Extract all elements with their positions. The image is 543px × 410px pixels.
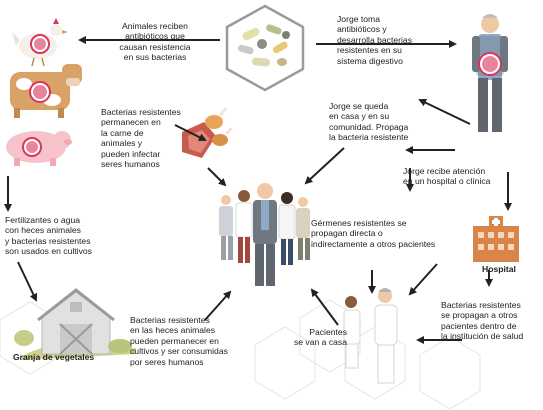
label-jorge-takes: Jorge toma antibióticos y desarrolla bac…	[337, 14, 412, 66]
label-farm: Granja de vegetales	[13, 352, 95, 362]
crowd-icon	[219, 183, 310, 286]
label-germs-spread: Gérmenes resistentes se propagan directa…	[311, 218, 436, 249]
label-fertilizers: Fertilizantes o agua con heces animales …	[5, 215, 92, 257]
pig-icon	[6, 131, 72, 166]
label-feces-bacteria: Bacterias resistentes en las heces anima…	[130, 315, 228, 367]
label-hospital-spread: Bacterias resistentes se propagan a otro…	[441, 300, 524, 342]
label-jorge-stays: Jorge se queda en casa y en su comunidad…	[329, 101, 409, 143]
label-patients-home: Pacientes se van a casa	[293, 327, 347, 348]
jorge-figure	[472, 14, 508, 132]
cow-icon	[10, 64, 82, 118]
label-jorge-care: Jorge recibe atención en un hospital o c…	[403, 166, 491, 187]
label-meat-bacteria: Bacterias resistentes permanecen en la c…	[101, 107, 181, 170]
patients-icon	[343, 288, 398, 384]
flow-arrows	[4, 36, 512, 344]
pills-icon	[225, 4, 305, 92]
label-animals-receive: Animales reciben antibióticos que causan…	[119, 21, 191, 63]
label-hospital: Hospital	[482, 264, 516, 274]
chicken-icon	[12, 18, 68, 67]
hospital-icon	[473, 216, 519, 262]
barn-icon	[14, 288, 136, 360]
